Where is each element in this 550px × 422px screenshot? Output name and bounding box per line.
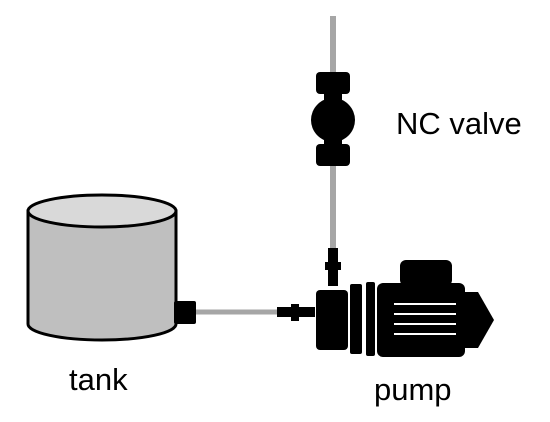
tank-top <box>26 193 178 229</box>
nc-valve-icon <box>311 72 355 166</box>
pump-casing <box>316 290 348 350</box>
pump-icon <box>316 260 494 357</box>
pump-label: pump <box>374 372 452 407</box>
tank-outlet-fitting <box>174 301 196 324</box>
motor-body <box>377 283 465 357</box>
pump-outlet-fitting <box>325 248 341 286</box>
tank-icon <box>26 193 178 342</box>
valve-bottom-flange <box>316 144 350 166</box>
valve-body <box>311 98 355 142</box>
pump-flange-1 <box>350 284 362 354</box>
valve-bottom-neck <box>324 138 342 146</box>
motor-fins <box>394 303 456 335</box>
valve-label: NC valve <box>396 106 522 141</box>
pump-inlet-fitting <box>277 304 315 321</box>
valve-top-flange <box>316 72 350 94</box>
motor-terminal-box <box>400 260 452 286</box>
motor-end-cap <box>465 292 494 348</box>
tank-label: tank <box>69 362 128 397</box>
tank-body <box>26 209 178 342</box>
pump-flange-2 <box>366 282 375 356</box>
valve-top-neck <box>324 92 342 100</box>
